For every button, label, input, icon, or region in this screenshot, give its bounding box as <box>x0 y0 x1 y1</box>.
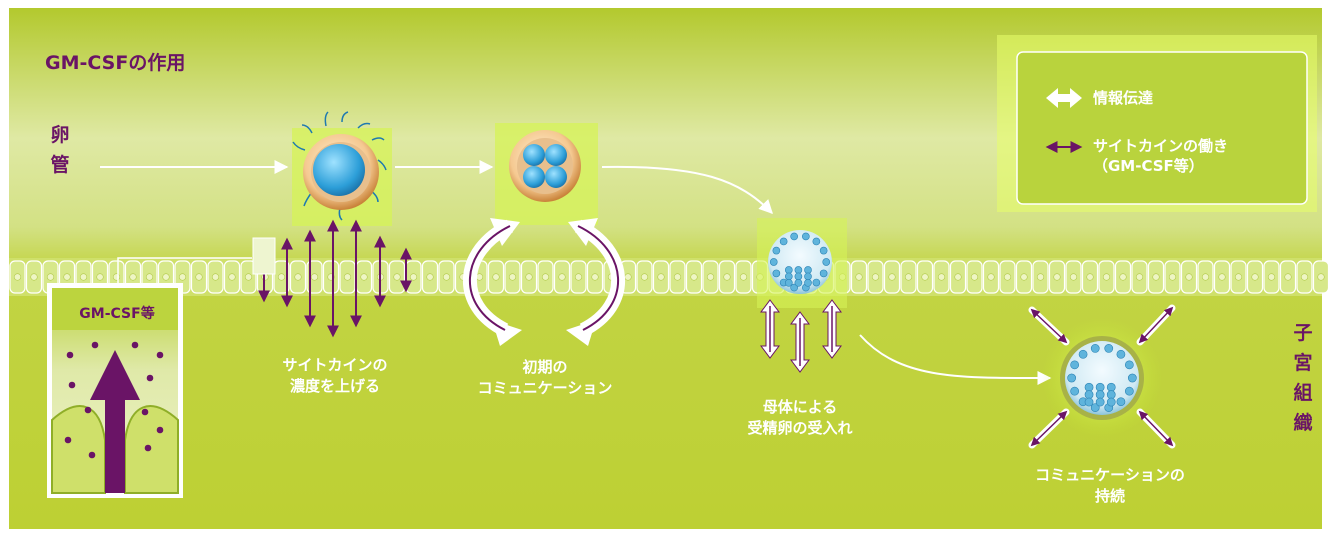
stage1-label-line: サイトカインの <box>282 356 388 374</box>
stage1-label-line: 濃度を上げる <box>289 377 380 395</box>
cytokine-concentration-arrows <box>258 219 412 338</box>
four-cell-embryo <box>495 123 598 225</box>
stage1-label: サイトカインの 濃度を上げる <box>255 355 415 397</box>
stage4-label-line: コミュニケーションの <box>1035 466 1185 484</box>
uterus-label-char: 織 <box>1293 412 1313 434</box>
legend-info-transfer-label: 情報伝達 <box>1093 89 1154 107</box>
implanting-blastocyst <box>757 218 847 308</box>
uterus-label-char: 宮 <box>1293 352 1313 374</box>
continued-communication-arrows <box>1028 304 1176 449</box>
stage3-label-line: 受精卵の受入れ <box>747 419 853 437</box>
legend-cytokine-line: サイトカインの働き <box>1093 137 1229 155</box>
uterus-label: 子 宮 組 織 <box>1290 318 1316 438</box>
oviduct-label-char: 管 <box>50 154 70 176</box>
stage2-label: 初期の コミュニケーション <box>455 357 635 399</box>
inset-label: GM-CSF等 <box>79 306 155 322</box>
oviduct-label: 卵 管 <box>48 120 72 180</box>
legend-cytokine-line: （GM-CSF等） <box>1093 157 1204 175</box>
legend-box <box>997 35 1317 212</box>
uterus-label-char: 組 <box>1293 382 1313 404</box>
uterus-label-char: 子 <box>1293 322 1313 344</box>
diagram-title: GM-CSFの作用 <box>45 52 186 74</box>
oviduct-label-char: 卵 <box>50 124 70 146</box>
stage2-label-line: コミュニケーション <box>477 379 613 397</box>
fertilized-egg <box>292 111 392 226</box>
legend-info-transfer-icon <box>1046 88 1082 108</box>
inset-source-marker <box>252 237 276 275</box>
stage2-label-line: 初期の <box>522 358 568 376</box>
oviduct-flow-arrows <box>100 160 1052 386</box>
legend-cytokine-label: サイトカインの働き （GM-CSF等） <box>1093 136 1228 176</box>
stage4-label: コミュニケーションの 持続 <box>1010 465 1210 507</box>
maternal-acceptance-arrows <box>760 299 842 373</box>
gm-csf-inset <box>47 283 183 498</box>
continued-communication-embryo <box>1042 318 1162 438</box>
stage3-label-line: 母体による <box>762 398 838 416</box>
stage3-label: 母体による 受精卵の受入れ <box>715 397 885 439</box>
cell-band <box>9 258 1330 296</box>
early-communication-arrows <box>462 218 626 346</box>
stage4-label-line: 持続 <box>1094 487 1125 505</box>
